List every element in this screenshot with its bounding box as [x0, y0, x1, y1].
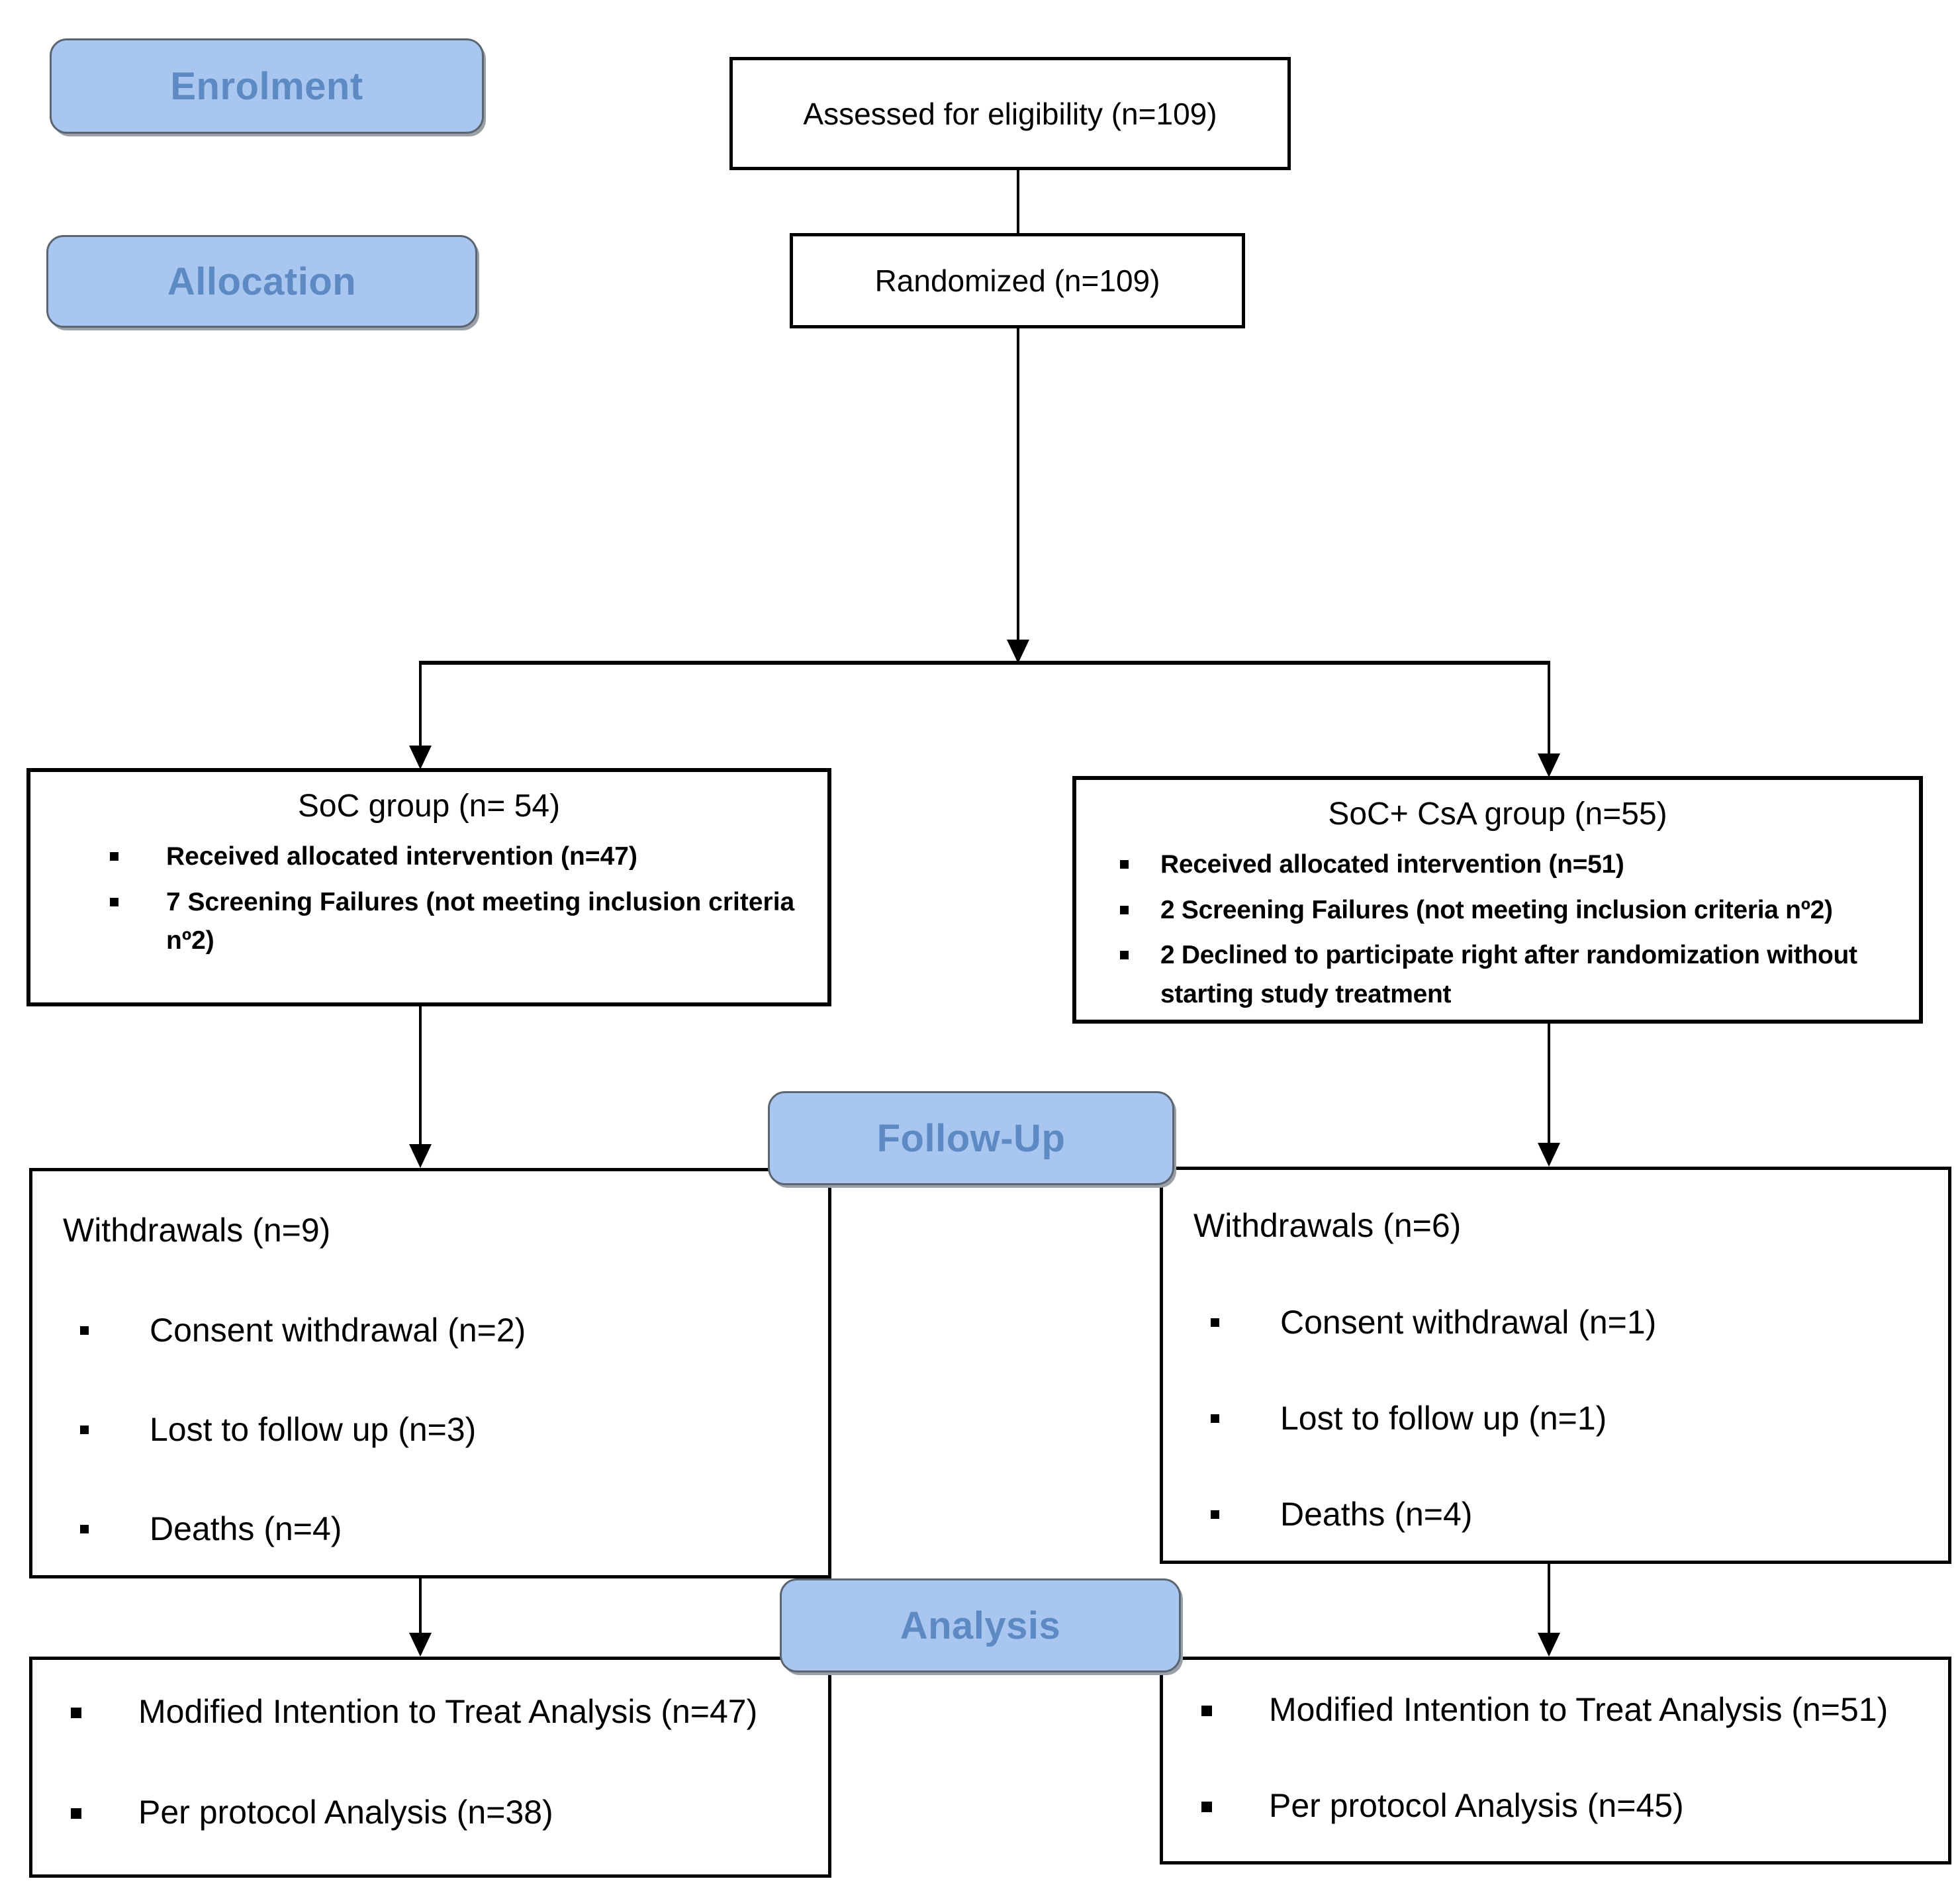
branch-horizontal-line [419, 661, 1550, 665]
list-item: 7 Screening Failures (not meeting inclus… [110, 883, 827, 961]
soc-csa-analysis-per-protocol: Per protocol Analysis (n=45) [1269, 1787, 1684, 1824]
connector-assessed-to-randomized [1017, 170, 1019, 234]
arrowhead-into-soc-csa-group [1538, 753, 1560, 777]
square-bullet-icon [71, 1708, 81, 1718]
list-item: Received allocated intervention (n=51) [1120, 846, 1919, 885]
square-bullet-icon [80, 1326, 89, 1335]
soc-withdrawal-consent: Consent withdrawal (n=2) [150, 1312, 526, 1349]
soc-csa-withdrawals-box: Withdrawals (n=6) Consent withdrawal (n=… [1160, 1167, 1951, 1564]
list-item: Consent withdrawal (n=2) [80, 1310, 526, 1350]
soc-csa-withdrawal-deaths: Deaths (n=4) [1280, 1496, 1473, 1533]
soc-analysis-per-protocol: Per protocol Analysis (n=38) [138, 1794, 553, 1831]
list-item: Received allocated intervention (n=47) [110, 838, 827, 877]
square-bullet-icon [1211, 1510, 1219, 1519]
connector-randomized-stem [1017, 328, 1019, 641]
square-bullet-icon [1211, 1318, 1219, 1327]
analysis-stage-badge: Analysis [780, 1578, 1181, 1672]
soc-csa-analysis-mitt: Modified Intention to Treat Analysis (n=… [1269, 1691, 1889, 1728]
soc-csa-analysis-box: Modified Intention to Treat Analysis (n=… [1160, 1657, 1951, 1864]
square-bullet-icon [1201, 1706, 1212, 1716]
soc-analysis-box: Modified Intention to Treat Analysis (n=… [29, 1657, 831, 1878]
connector-soc-to-analysis [419, 1578, 422, 1634]
soc-group-bullets: Received allocated intervention (n=47) 7… [30, 838, 827, 961]
enrolment-stage-label: Enrolment [170, 64, 363, 108]
arrowhead-into-soc-csa-withdrawals [1538, 1143, 1560, 1167]
list-item: Lost to follow up (n=1) [1211, 1398, 1607, 1438]
list-item: Modified Intention to Treat Analysis (n=… [1201, 1690, 1888, 1729]
square-bullet-icon [71, 1808, 81, 1819]
connector-soc-csa-to-withdrawals [1548, 1024, 1550, 1144]
branch-right-drop [1548, 665, 1550, 753]
list-item: Per protocol Analysis (n=45) [1201, 1786, 1684, 1825]
follow-up-stage-badge: Follow-Up [768, 1091, 1174, 1185]
allocation-stage-label: Allocation [167, 260, 357, 303]
list-item: Deaths (n=4) [1211, 1494, 1472, 1534]
assessed-eligibility-box: Assessed for eligibility (n=109) [729, 57, 1291, 170]
soc-csa-withdrawal-consent: Consent withdrawal (n=1) [1280, 1304, 1657, 1341]
square-bullet-icon [110, 852, 118, 861]
analysis-stage-label: Analysis [900, 1604, 1061, 1647]
arrowhead-into-soc-group [409, 746, 432, 769]
soc-csa-bullet-declined: 2 Declined to participate right after ra… [1160, 941, 1857, 1008]
randomized-box: Randomized (n=109) [790, 233, 1245, 328]
enrolment-stage-badge: Enrolment [50, 38, 484, 134]
square-bullet-icon [1120, 860, 1129, 869]
square-bullet-icon [1201, 1802, 1212, 1812]
soc-csa-group-bullets: Received allocated intervention (n=51) 2… [1076, 846, 1919, 1014]
soc-csa-bullet-received: Received allocated intervention (n=51) [1160, 850, 1624, 879]
follow-up-stage-label: Follow-Up [876, 1116, 1066, 1160]
square-bullet-icon [1120, 951, 1129, 959]
allocation-stage-badge: Allocation [46, 235, 477, 328]
soc-csa-group-title: SoC+ CsA group (n=55) [1328, 797, 1667, 832]
soc-group-box: SoC group (n= 54) Received allocated int… [26, 768, 831, 1006]
soc-csa-withdrawals-title: Withdrawals (n=6) [1193, 1207, 1462, 1244]
branch-left-drop [419, 665, 422, 747]
soc-group-title: SoC group (n= 54) [297, 789, 561, 824]
square-bullet-icon [1211, 1414, 1219, 1423]
list-item: Modified Intention to Treat Analysis (n=… [71, 1692, 757, 1731]
list-item: Consent withdrawal (n=1) [1211, 1302, 1656, 1342]
randomized-text: Randomized (n=109) [874, 264, 1160, 298]
list-item: 2 Screening Failures (not meeting inclus… [1120, 891, 1919, 930]
soc-withdrawals-box: Withdrawals (n=9) Consent withdrawal (n=… [29, 1168, 831, 1578]
soc-csa-bullet-screening-failures: 2 Screening Failures (not meeting inclus… [1160, 895, 1833, 924]
arrowhead-into-soc-analysis [409, 1633, 432, 1657]
square-bullet-icon [80, 1426, 89, 1434]
list-item: Deaths (n=4) [80, 1509, 342, 1549]
soc-bullet-received: Received allocated intervention (n=47) [166, 842, 637, 871]
soc-csa-withdrawal-lost: Lost to follow up (n=1) [1280, 1400, 1607, 1437]
list-item: Lost to follow up (n=3) [80, 1410, 476, 1449]
soc-csa-group-box: SoC+ CsA group (n=55) Received allocated… [1072, 776, 1923, 1024]
assessed-eligibility-text: Assessed for eligibility (n=109) [803, 96, 1217, 131]
soc-withdrawals-title: Withdrawals (n=9) [63, 1212, 331, 1249]
arrowhead-into-soc-withdrawals [409, 1144, 432, 1168]
soc-withdrawal-deaths: Deaths (n=4) [150, 1510, 342, 1547]
connector-soc-csa-to-analysis [1548, 1564, 1550, 1634]
square-bullet-icon [110, 897, 118, 906]
soc-withdrawal-lost: Lost to follow up (n=3) [150, 1411, 477, 1448]
list-item: Per protocol Analysis (n=38) [71, 1792, 553, 1832]
square-bullet-icon [80, 1525, 89, 1533]
arrowhead-into-soc-csa-analysis [1538, 1633, 1560, 1657]
soc-analysis-mitt: Modified Intention to Treat Analysis (n=… [138, 1693, 758, 1730]
list-item: 2 Declined to participate right after ra… [1120, 936, 1919, 1014]
soc-bullet-screening-failures: 7 Screening Failures (not meeting inclus… [166, 887, 795, 955]
square-bullet-icon [1120, 905, 1129, 914]
arrowhead-branch-junction [1007, 640, 1029, 663]
connector-soc-to-withdrawals [419, 1006, 422, 1145]
